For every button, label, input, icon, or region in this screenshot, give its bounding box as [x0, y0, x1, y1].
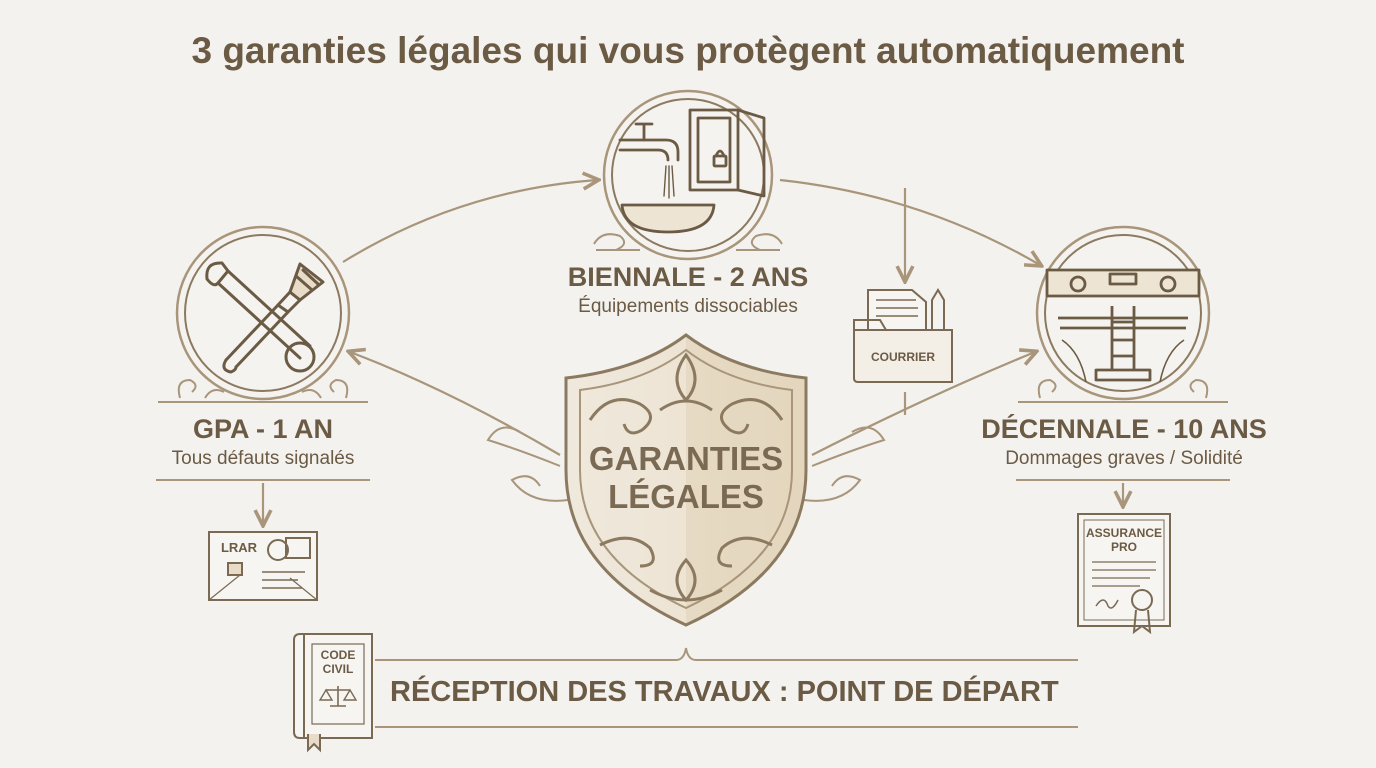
biennale-title: BIENNALE - 2 ANS	[567, 262, 809, 292]
bottom-caption: RÉCEPTION DES TRAVAUX : POINT DE DÉPART	[390, 676, 1059, 708]
spirit-level-foundation-icon	[1045, 268, 1201, 383]
gpa-title: GPA - 1 AN	[192, 414, 333, 444]
arrow-biennale-to-decennale	[779, 178, 1040, 265]
biennale-flourish	[593, 233, 783, 251]
shield-line-2: LÉGALES	[608, 478, 764, 515]
ornate-shield-icon	[486, 333, 886, 627]
decennale-medallion	[1016, 225, 1230, 481]
faucet-and-window-icon	[618, 108, 766, 234]
code-civil-book-icon	[293, 633, 373, 753]
biennale-medallion	[593, 89, 783, 261]
book-label-line-2: CIVIL	[322, 662, 354, 676]
flow-arrows	[263, 180, 1123, 524]
decennale-flourish	[1018, 378, 1228, 403]
insurance-certificate-icon	[1077, 513, 1171, 635]
wrench-and-brush-icon	[205, 261, 325, 374]
biennale-subtitle: Équipements dissociables	[578, 296, 798, 317]
assurance-label-line-2: PRO	[1110, 540, 1137, 554]
courrier-label: COURRIER	[870, 350, 935, 364]
lrar-label: LRAR	[220, 540, 258, 555]
decennale-title: DÉCENNALE - 10 ANS	[981, 414, 1267, 444]
arrow-gpa-to-biennale	[342, 180, 597, 263]
decennale-subtitle: Dommages graves / Solidité	[1005, 448, 1243, 469]
gpa-subtitle: Tous défauts signalés	[171, 448, 355, 469]
registered-letter-icon	[208, 531, 318, 601]
book-label-line-1: CODE	[320, 648, 356, 662]
page-title: 3 garanties légales qui vous protègent a…	[191, 30, 1185, 71]
gpa-medallion	[156, 225, 370, 481]
bottom-bracket	[375, 647, 1078, 728]
mail-folder-icon	[853, 288, 953, 383]
arrow-shield-to-gpa	[350, 352, 561, 456]
gpa-flourish	[158, 378, 368, 403]
arrow-shield-to-decennale	[811, 352, 1035, 456]
shield-line-1: GARANTIES	[588, 440, 784, 477]
assurance-label-line-1: ASSURANCE	[1085, 526, 1162, 540]
